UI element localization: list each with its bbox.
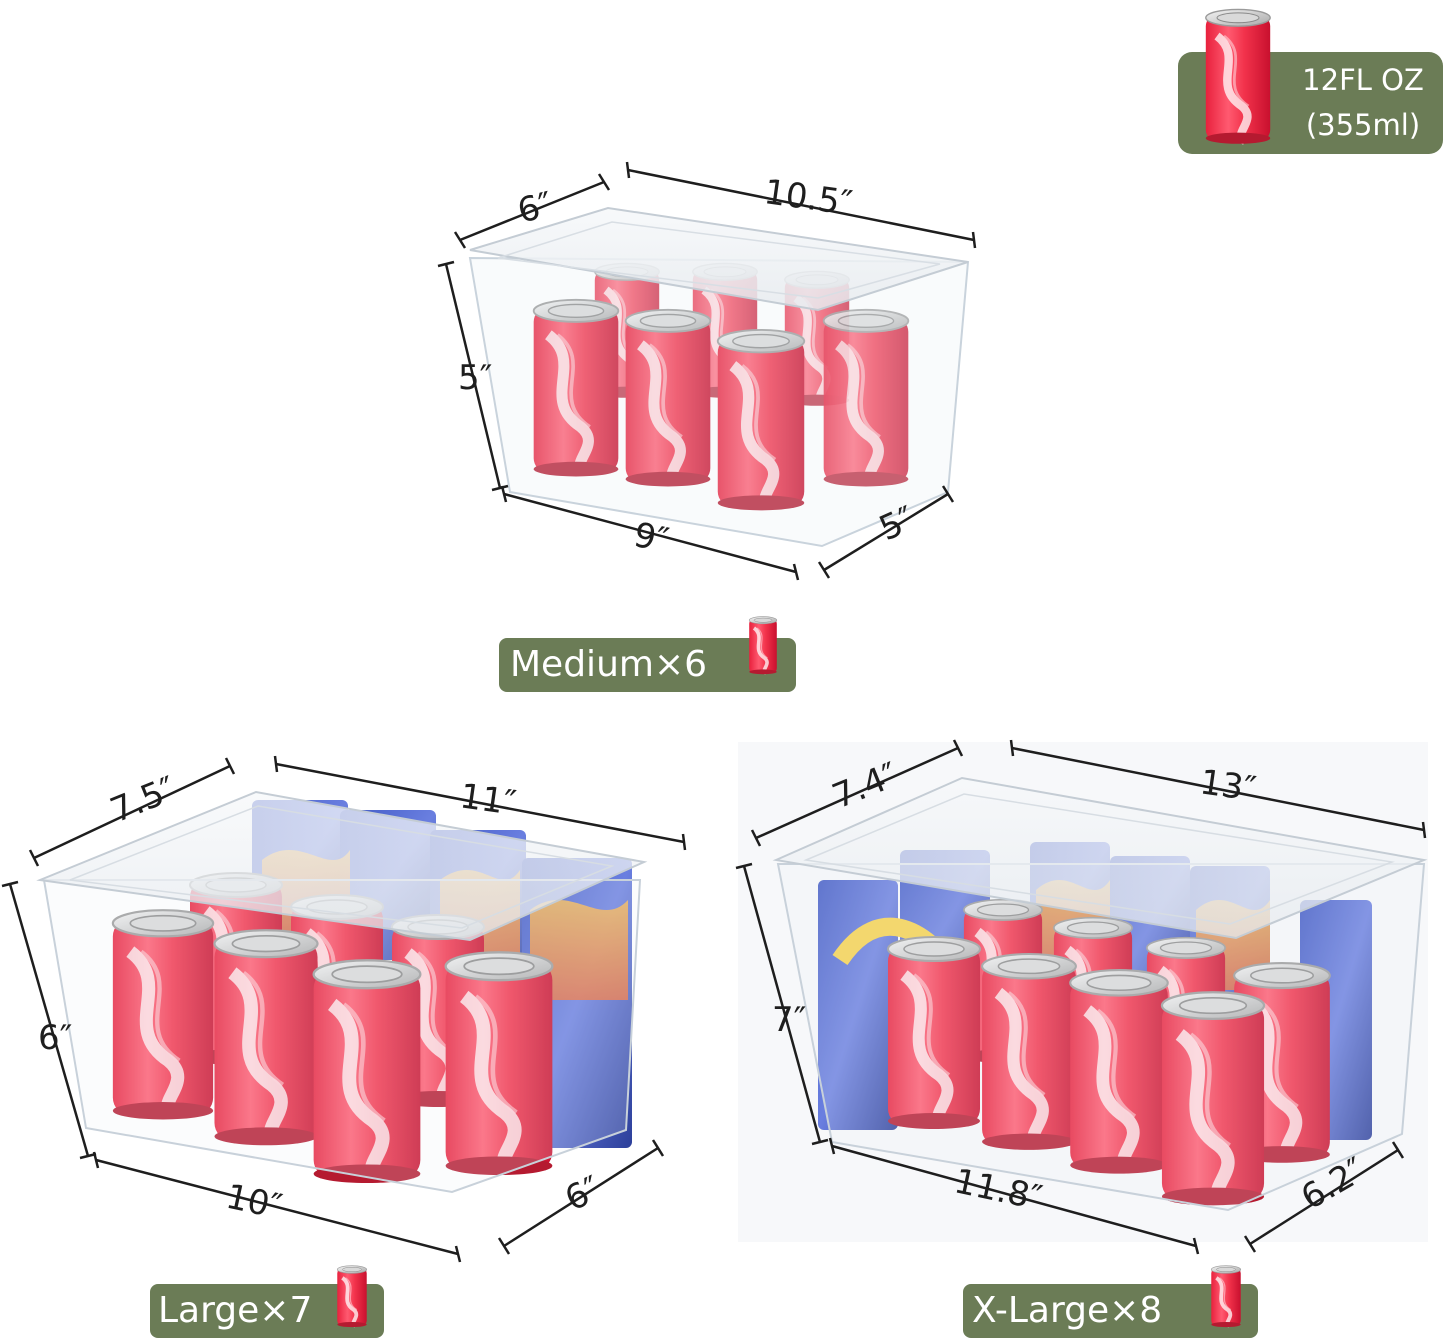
- medium-label-background: [499, 638, 796, 692]
- xlarge-label-background: [963, 1284, 1258, 1338]
- dimension-lines: [1, 161, 1427, 1263]
- capacity-badge-text: 12FL OZ (355ml): [1288, 58, 1438, 148]
- xlarge-dim-length: 13″: [1197, 762, 1259, 810]
- large-size-label: Large×7: [158, 1290, 313, 1331]
- badge-volume-ml: (355ml): [1305, 108, 1421, 142]
- soda-can-icon: [749, 617, 777, 675]
- large-bin: [36, 790, 648, 1194]
- badge-can-image: [1206, 9, 1270, 143]
- large-dim-height: 6″: [38, 1018, 73, 1058]
- medium-bin: [468, 206, 970, 548]
- xlarge-size-label: X-Large×8: [972, 1290, 1163, 1331]
- large-label-background: [150, 1284, 384, 1338]
- xlarge-bin: [738, 742, 1428, 1242]
- xlarge-dim-height: 7″: [772, 1000, 807, 1040]
- badge-volume-floz: 12FL OZ: [1302, 63, 1424, 97]
- medium-size-label: Medium×6: [510, 644, 708, 685]
- medium-dim-height: 5″: [458, 358, 493, 398]
- soda-can-icon: [337, 1266, 366, 1327]
- large-dim-length: 11″: [457, 776, 519, 824]
- soda-can-icon: [1211, 1266, 1240, 1327]
